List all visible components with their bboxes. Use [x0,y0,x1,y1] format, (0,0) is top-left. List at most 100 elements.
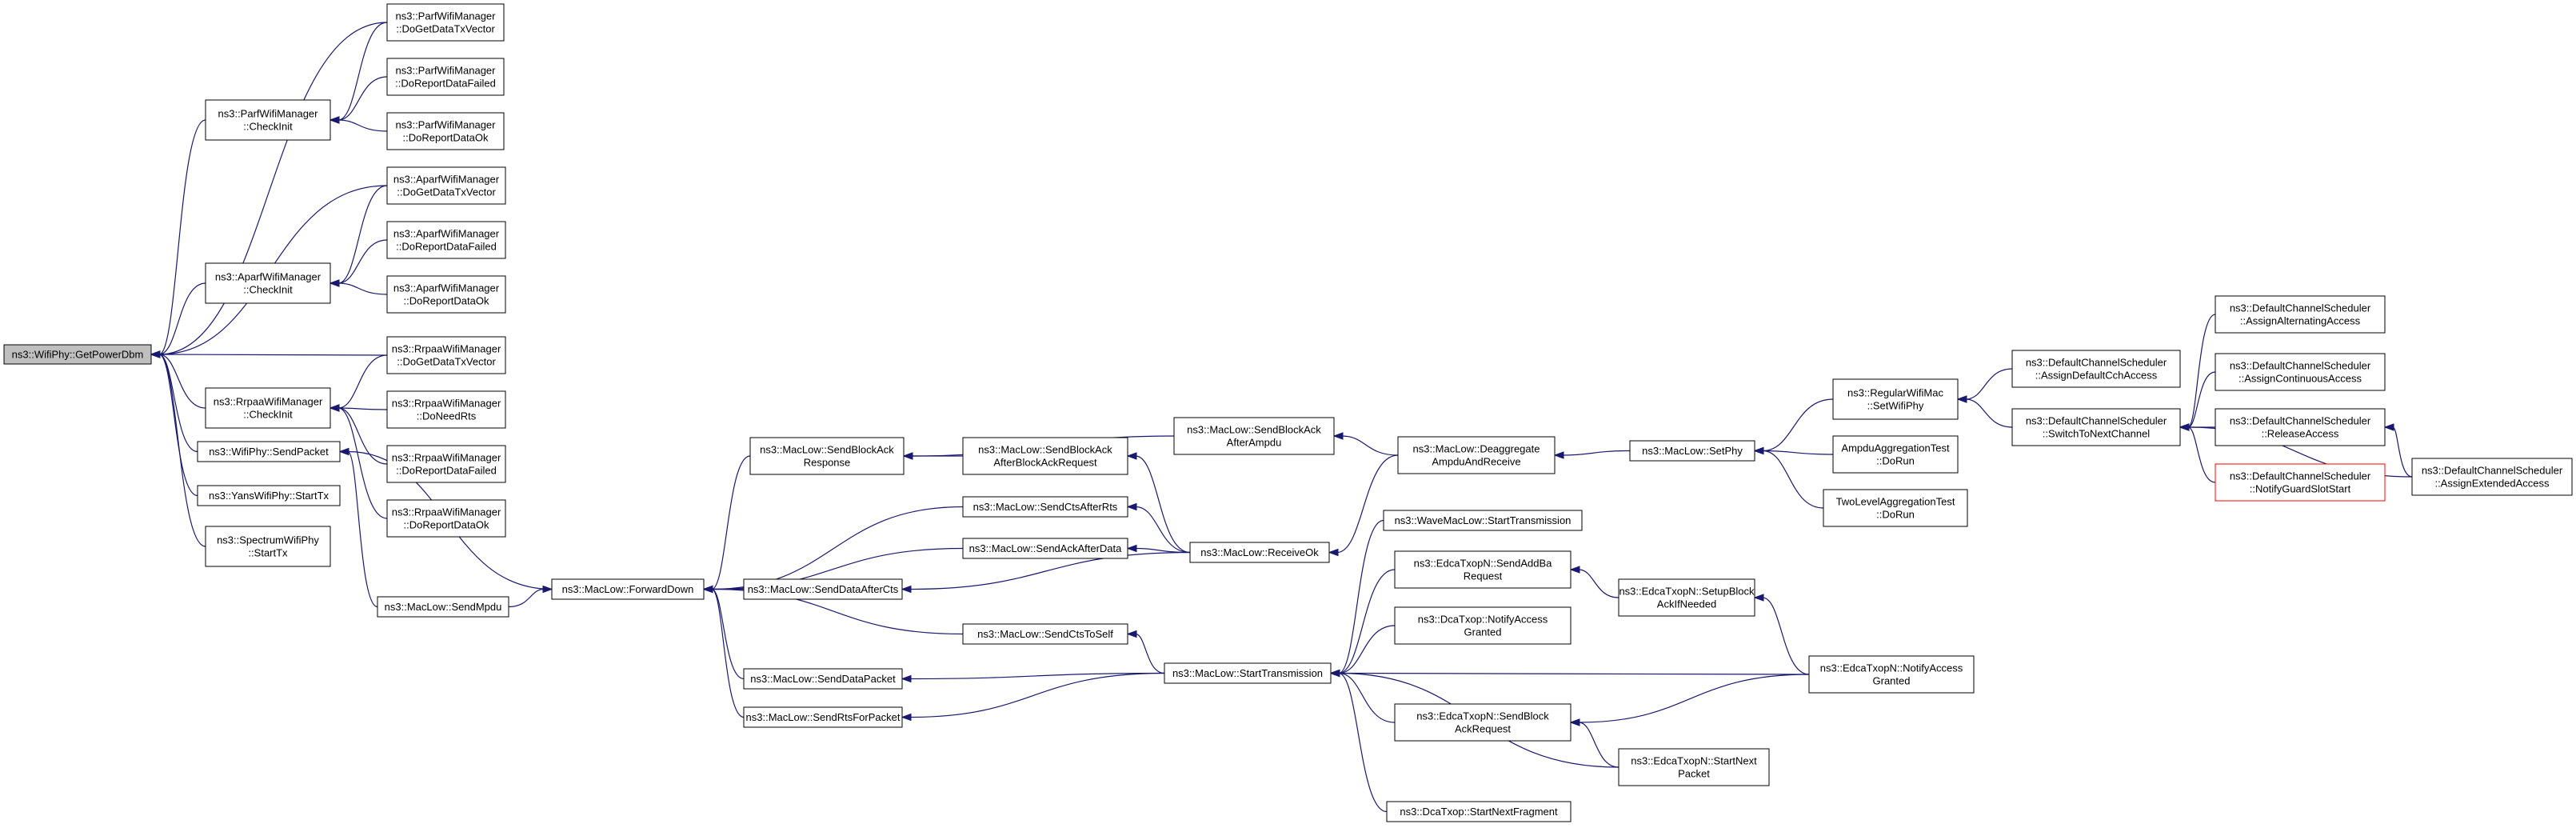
node-parf_drf[interactable]: ns3::ParfWifiManager::DoReportDataFailed [386,58,505,96]
node-box [386,221,506,259]
node-label: ::AssignAlternatingAccess [2240,315,2361,327]
node-label: ns3::ParfWifiManager [396,119,497,131]
node-label: ns3::EdcaTxopN::SendAddBa [1414,558,1552,570]
node-aalt[interactable]: ns3::DefaultChannelScheduler::AssignAlte… [2215,295,2386,334]
node-adcch[interactable]: ns3::DefaultChannelScheduler::AssignDefa… [2011,350,2181,388]
node-label: AfterAmpdu [1227,437,1282,449]
edge-edcanag-to-sbar2 [1569,674,1810,726]
edge-setupblock-to-sendaddba [1569,566,1619,598]
node-parf_ci[interactable]: ns3::ParfWifiManager::CheckInit [205,99,331,141]
node-rrpaa_dnr[interactable]: ns3::RrpaaWifiManager::DoNeedRts [386,390,506,429]
node-label: ns3::AparfWifiManager [393,282,500,294]
node-relacc[interactable]: ns3::DefaultChannelScheduler::ReleaseAcc… [2215,408,2386,446]
node-switch[interactable]: ns3::DefaultChannelScheduler::SwitchToNe… [2011,408,2181,446]
node-label: Request [1464,570,1503,582]
edge-parf_drok-to-parf_ci [329,116,388,132]
node-label: ::NotifyGuardSlotStart [2250,483,2351,495]
node-sendmpdu[interactable]: ns3::MacLow::SendMpdu [377,596,509,618]
node-label: Response [804,457,851,469]
node-twotest[interactable]: TwoLevelAggregationTest::DoRun [1823,489,1968,527]
edge-sdp-to-fwd [702,585,745,680]
node-root[interactable]: ns3::WifiPhy::GetPowerDbm [3,344,152,365]
node-box [962,538,1128,559]
node-rrpaa_txv[interactable]: ns3::RrpaaWifiManager::DoGetDataTxVector [386,336,506,374]
node-dcasnf[interactable]: ns3::DcaTxop::StartNextFragment [1386,801,1572,822]
edge-rrpaa_ci-to-root [150,350,206,409]
node-regphy[interactable]: ns3::RegularWifiMac::SetWifiPhy [1832,378,1959,420]
node-label: ::SetWifiPhy [1867,400,1924,412]
edge-snp-to-sbar2 [1569,718,1619,768]
edge-rxok-to-sctsrts [1126,502,1191,554]
node-label: ns3::RrpaaWifiManager [214,396,323,408]
edge-aparf_txv-to-aparf_ci [329,185,388,287]
node-label: ns3::MacLow::SendRtsForPacket [746,711,901,723]
node-label: ns3::MacLow::Deaggregate [1413,443,1540,455]
edge-deagg-to-rxok [1328,454,1399,557]
node-aparf_txv[interactable]: ns3::AparfWifiManager::DoGetDataTxVector [386,166,506,205]
node-setphy[interactable]: ns3::MacLow::SetPhy [1629,440,1755,462]
node-fwd[interactable]: ns3::MacLow::ForwardDown [551,578,705,600]
node-rrpaa_drok[interactable]: ns3::RrpaaWifiManager::DoReportDataOk [386,499,506,538]
node-label: ns3::MacLow::SendAckAfterData [969,542,1123,554]
node-sdac[interactable]: ns3::MacLow::SendDataAfterCts [743,578,903,600]
node-rrpaa_ci[interactable]: ns3::RrpaaWifiManager::CheckInit [205,387,331,429]
node-label: ns3::DefaultChannelScheduler [2422,465,2563,477]
node-yans[interactable]: ns3::YansWifiPhy::StartTx [197,485,341,506]
node-box [962,623,1128,645]
node-aparf_ci[interactable]: ns3::AparfWifiManager::CheckInit [205,262,331,304]
node-parf_drok[interactable]: ns3::ParfWifiManager::DoReportDataOk [386,112,505,150]
node-ampdutest[interactable]: AmpduAggregationTest::DoRun [1832,435,1959,474]
node-aparf_drf[interactable]: ns3::AparfWifiManager::DoReportDataFaile… [386,221,506,259]
node-label: ns3::ParfWifiManager [396,10,497,22]
node-label: ::CheckInit [243,284,293,296]
edge-aparf_drf-to-aparf_ci [329,239,388,287]
node-rrpaa_drf[interactable]: ns3::RrpaaWifiManager::DoReportDataFaile… [386,445,506,483]
node-label: ns3::DcaTxop::NotifyAccess [1418,614,1548,626]
node-sdp[interactable]: ns3::MacLow::SendDataPacket [743,668,903,690]
node-sctsrts[interactable]: ns3::MacLow::SendCtsAfterRts [962,496,1128,518]
node-starttx[interactable]: ns3::MacLow::StartTransmission [1164,662,1332,684]
node-label: ns3::DefaultChannelScheduler [2230,360,2371,372]
node-label: ns3::MacLow::SendBlockAck [978,444,1112,456]
node-label: AckRequest [1455,723,1511,735]
node-label: ns3::MacLow::SetPhy [1642,445,1743,457]
node-label: ns3::DefaultChannelScheduler [2026,415,2167,427]
node-sack[interactable]: ns3::MacLow::SendAckAfterData [962,538,1128,559]
node-parf_txv[interactable]: ns3::ParfWifiManager::DoGetDataTxVector [386,3,505,42]
node-wavest[interactable]: ns3::WaveMacLow::StartTransmission [1383,510,1583,531]
node-rxok[interactable]: ns3::MacLow::ReceiveOk [1189,542,1330,563]
node-label: ns3::MacLow::ForwardDown [562,583,694,595]
node-ngss[interactable]: ns3::DefaultChannelScheduler::NotifyGuar… [2215,463,2386,502]
node-aext[interactable]: ns3::DefaultChannelScheduler::AssignExte… [2411,458,2573,496]
node-acont[interactable]: ns3::DefaultChannelScheduler::AssignCont… [2215,353,2386,391]
node-sendpacket[interactable]: ns3::WifiPhy::SendPacket [197,441,341,462]
node-scts[interactable]: ns3::MacLow::SendCtsToSelf [962,623,1128,645]
node-label: AmpduAndReceive [1432,456,1520,468]
node-label: ns3::AparfWifiManager [215,271,322,283]
node-box [197,485,341,506]
node-box [1397,436,1556,474]
node-label: ::SwitchToNextChannel [2043,428,2151,440]
edge-starttx-to-srfp [901,672,1165,722]
node-aparf_drok[interactable]: ns3::AparfWifiManager::DoReportDataOk [386,275,506,314]
node-box [962,437,1128,475]
node-label: ::DoRun [1876,509,1915,521]
node-sbaabr[interactable]: ns3::MacLow::SendBlockAckAfterBlockAckRe… [962,437,1128,475]
node-label: TwoLevelAggregationTest [1836,496,1955,508]
edge-parf_txv-to-parf_ci [329,22,388,124]
node-label: ns3::MacLow::SendDataAfterCts [748,583,899,595]
node-box [1394,550,1572,589]
node-box [1164,662,1332,684]
node-label: AmpduAggregationTest [1841,442,1950,454]
node-spectrum[interactable]: ns3::SpectrumWifiPhy::StartTx [205,526,331,567]
node-srfp[interactable]: ns3::MacLow::SendRtsForPacket [743,706,903,728]
